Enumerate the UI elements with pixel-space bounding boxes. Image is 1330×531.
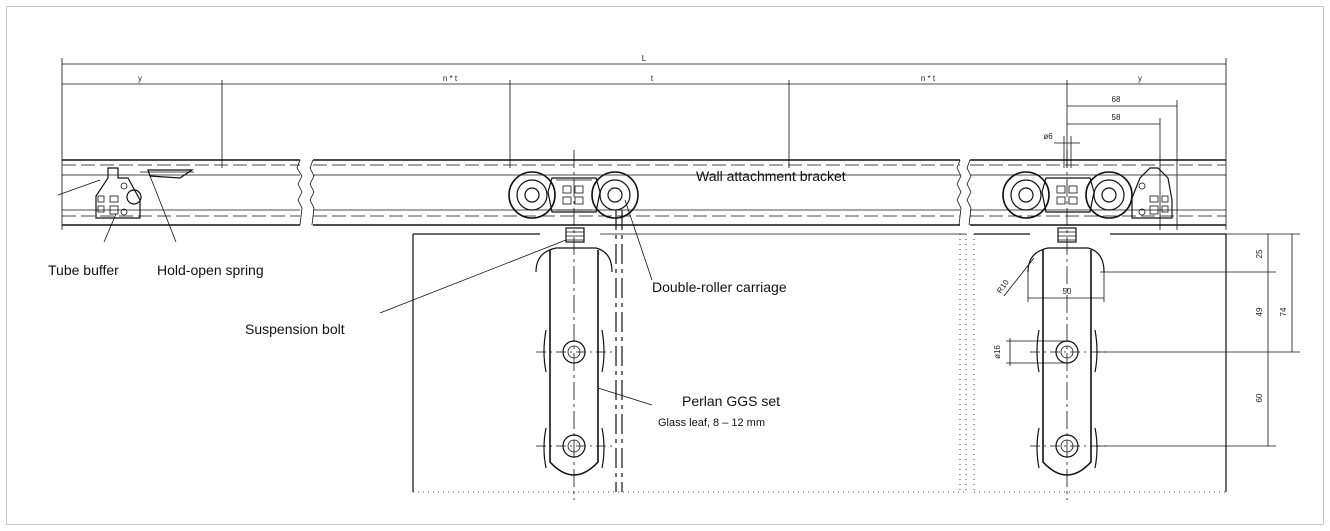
drawing-frame [6, 6, 1324, 525]
dim-label-nt-right: n * t [921, 74, 936, 83]
label-double-roller-carriage: Double-roller carriage [652, 279, 787, 295]
label-perlan-ggs-set: Perlan GGS set [682, 393, 780, 409]
dim-label-L: L [642, 54, 647, 63]
double-roller-carriage-center [508, 150, 639, 500]
dim-label-t: t [651, 74, 654, 83]
dim-label-49: 49 [1255, 307, 1264, 316]
dimension-overall: L [61, 54, 1227, 230]
suspension-bolt-right [1057, 227, 1077, 243]
dim-label-58: 58 [1112, 113, 1121, 122]
suspension-bolt-center [565, 227, 585, 243]
end-stop-right [1131, 167, 1173, 219]
glass-clamp-center [535, 247, 613, 476]
end-stop-left [95, 167, 194, 219]
rail-middle [309, 159, 962, 226]
label-wall-attachment-bracket: Wall attachment bracket [696, 168, 846, 184]
dim-label-68: 68 [1112, 95, 1121, 104]
double-roller-carriage-right [1002, 150, 1133, 500]
dimension-50-r10-d16: 50 R10 ø16 [993, 257, 1105, 366]
dimension-vertical-right: 25 49 74 60 [1096, 233, 1300, 447]
dim-label-y-right: y [1138, 74, 1142, 83]
label-suspension-bolt: Suspension bolt [245, 321, 345, 337]
dim-label-74: 74 [1279, 307, 1288, 316]
dim-label-60: 60 [1255, 393, 1264, 402]
dim-label-d6: ø6 [1043, 132, 1053, 141]
dimension-segments: y n * t t n * t y [62, 74, 1226, 168]
label-hold-open-spring: Hold-open spring [157, 262, 264, 278]
dimension-68-58: 68 58 ø6 [1043, 95, 1178, 230]
glass-panel-center [412, 210, 967, 493]
dim-label-25: 25 [1255, 249, 1264, 258]
label-tube-buffer: Tube buffer [48, 262, 119, 278]
glass-clamp-right [1027, 247, 1106, 476]
label-glass-leaf: Glass leaf, 8 – 12 mm [658, 417, 765, 429]
dim-label-nt-left: n * t [443, 74, 458, 83]
dim-label-50: 50 [1063, 287, 1072, 296]
dim-label-y-left: y [138, 74, 142, 83]
leader-lines-left [57, 175, 177, 243]
dim-label-r10: R10 [995, 278, 1011, 296]
leader-lines-center [379, 199, 653, 406]
dim-label-d16: ø16 [993, 345, 1002, 359]
rail-left [62, 159, 303, 226]
